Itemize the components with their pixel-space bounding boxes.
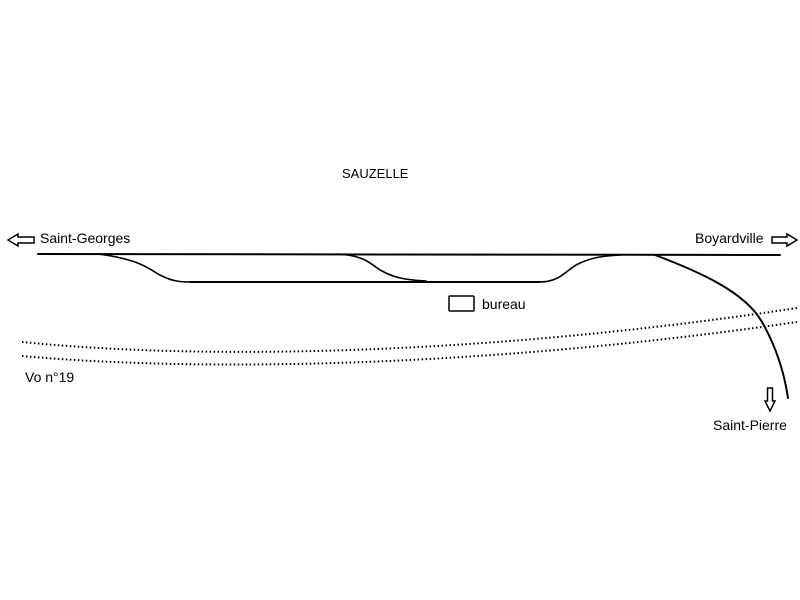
west-turnout — [97, 253, 191, 283]
east-turnout — [539, 254, 621, 283]
saint-pierre-branch-track — [654, 254, 789, 399]
main-line-track — [37, 253, 781, 256]
destination-west-label: Saint-Georges — [40, 230, 131, 246]
road-label: Vo n°19 — [25, 369, 75, 385]
east-arrow-icon — [771, 232, 799, 248]
south-arrow-icon — [763, 387, 777, 413]
road-edge-upper — [21, 307, 798, 353]
office-label: bureau — [482, 296, 526, 312]
west-arrow-icon — [6, 232, 35, 248]
destination-east-label: Boyardville — [695, 230, 764, 246]
office-building — [448, 295, 475, 312]
station-name: SAUZELLE — [342, 166, 409, 181]
siding-turnout — [337, 253, 427, 282]
destination-south-label: Saint-Pierre — [713, 417, 787, 433]
road-edge-lower — [21, 321, 798, 366]
